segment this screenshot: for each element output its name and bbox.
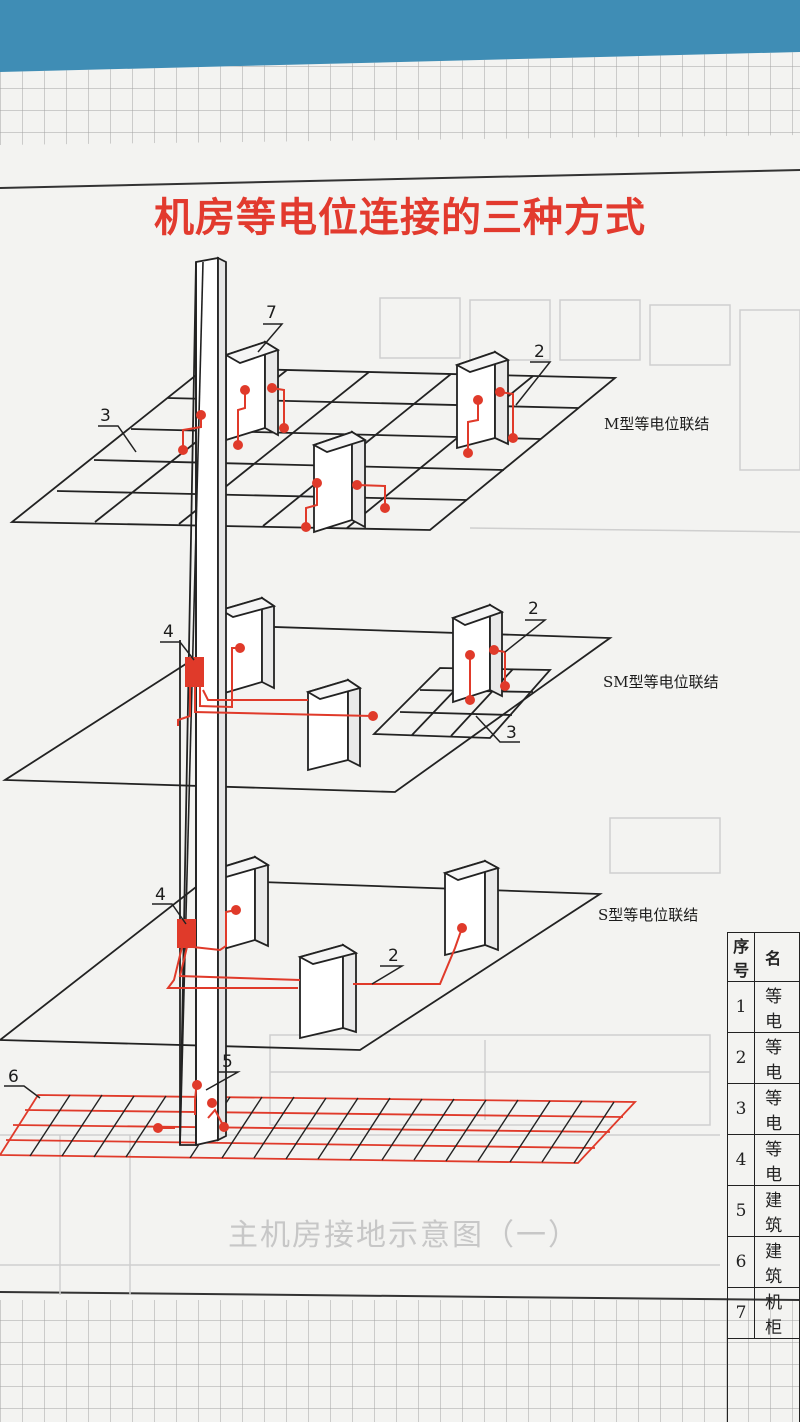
ground-mesh-hatching	[29, 1094, 615, 1164]
legend-index: 7	[726, 1287, 756, 1339]
s-bonding-bar	[177, 919, 196, 948]
building-column	[179, 256, 227, 1147]
legend-index: 3	[726, 1083, 756, 1135]
frame-line-bottom	[0, 1291, 800, 1301]
legend-name: 等电	[754, 1134, 800, 1186]
legend-table: 序号 名 1等电 2等电 3等电 4等电 5建筑 6建筑 7机柜 审核 孙	[726, 932, 800, 1422]
legend-header-row: 序号 名	[726, 932, 800, 982]
legend-index: 6	[726, 1236, 756, 1288]
callout-3-m: 3	[100, 406, 111, 426]
sm-bonding-bar	[185, 657, 204, 687]
legend-header-name: 名	[754, 932, 800, 982]
legend-name: 等电	[754, 981, 800, 1033]
m-type-label: M型等电位联结	[604, 415, 710, 433]
legend-name: 建筑	[754, 1236, 800, 1288]
legend-header-index: 序号	[726, 932, 756, 982]
legend-name: 等电	[754, 1083, 800, 1135]
top-grid-margin	[0, 52, 800, 145]
callout-2-sm: 2	[528, 599, 539, 619]
diagram-title: 机房等电位连接的三种方式	[154, 195, 646, 241]
legend-index: 1	[726, 981, 756, 1033]
legend-index: 4	[726, 1134, 756, 1186]
callout-4-sm: 4	[163, 622, 174, 642]
callout-6: 6	[8, 1067, 19, 1087]
bonding-connection-points	[153, 383, 518, 1133]
callout-2-s: 2	[388, 946, 399, 966]
legend-name: 建筑	[754, 1185, 800, 1237]
callout-5: 5	[222, 1052, 233, 1072]
bottom-grid-margin	[0, 1300, 800, 1422]
faint-caption: 主机房接地示意图（一）	[228, 1218, 580, 1253]
legend-index: 5	[726, 1185, 756, 1237]
s-type-cabinets	[210, 855, 501, 1040]
callout-7: 7	[266, 303, 277, 323]
callout-3-sm: 3	[506, 723, 517, 743]
legend-blank-row	[727, 1338, 800, 1422]
sm-type-label: SM型等电位联结	[603, 673, 719, 691]
legend-blank-cell	[727, 1338, 800, 1422]
callout-leaders	[4, 323, 552, 1099]
bleed-through-marks	[0, 297, 800, 1295]
frame-line-top	[0, 169, 800, 189]
callout-2-m: 2	[534, 342, 545, 362]
legend-name: 等电	[754, 1032, 800, 1084]
legend-index: 2	[726, 1032, 756, 1084]
legend-name: 机柜	[754, 1287, 800, 1339]
s-type-label: S型等电位联结	[598, 906, 699, 924]
callout-4-s: 4	[155, 885, 166, 905]
